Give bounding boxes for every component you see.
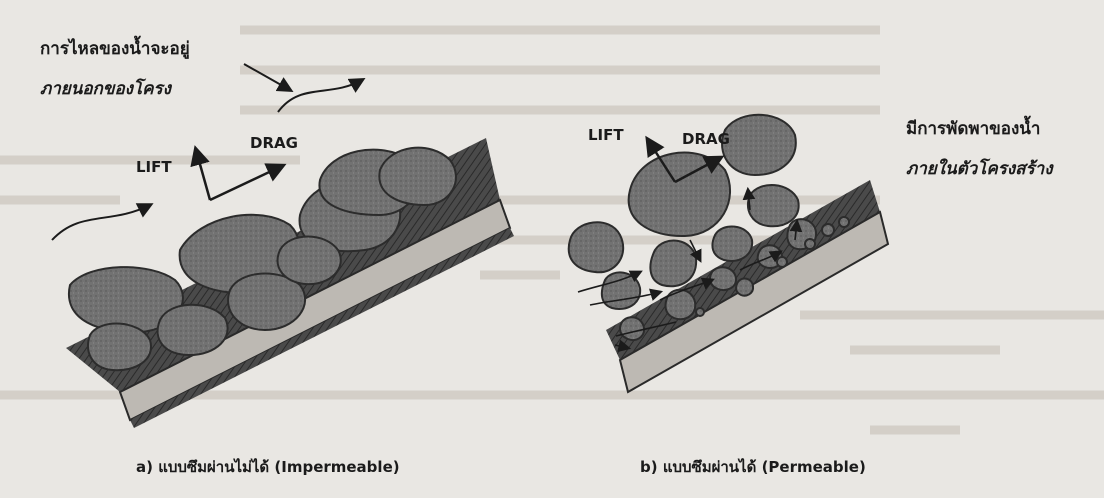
lift-label-permeable: LIFT [588, 126, 624, 144]
flow-lines-left [52, 205, 150, 240]
lift-label-impermeable: LIFT [136, 158, 172, 176]
drag-label-permeable: DRAG [682, 130, 730, 148]
caption-impermeable: a) แบบซึมผ่านไม่ได้ (Impermeable) [136, 455, 400, 479]
drag-arrow-a [210, 166, 282, 200]
inside-flow-note-line1: มีการพัดพาของน้ำ [906, 118, 1040, 140]
inside-flow-note-line2: ภายในตัวโครงสร้าง [906, 158, 1053, 180]
permeable-structure [569, 115, 888, 392]
caption-permeable: b) แบบซึมผ่านได้ (Permeable) [640, 455, 866, 479]
impermeable-structure [52, 64, 514, 428]
drag-label-impermeable: DRAG [250, 134, 298, 152]
outside-flow-note-line1: การไหลของน้ำจะอยู่ [40, 38, 190, 60]
outside-flow-note-line2: ภายนอกของโครง [40, 78, 171, 100]
